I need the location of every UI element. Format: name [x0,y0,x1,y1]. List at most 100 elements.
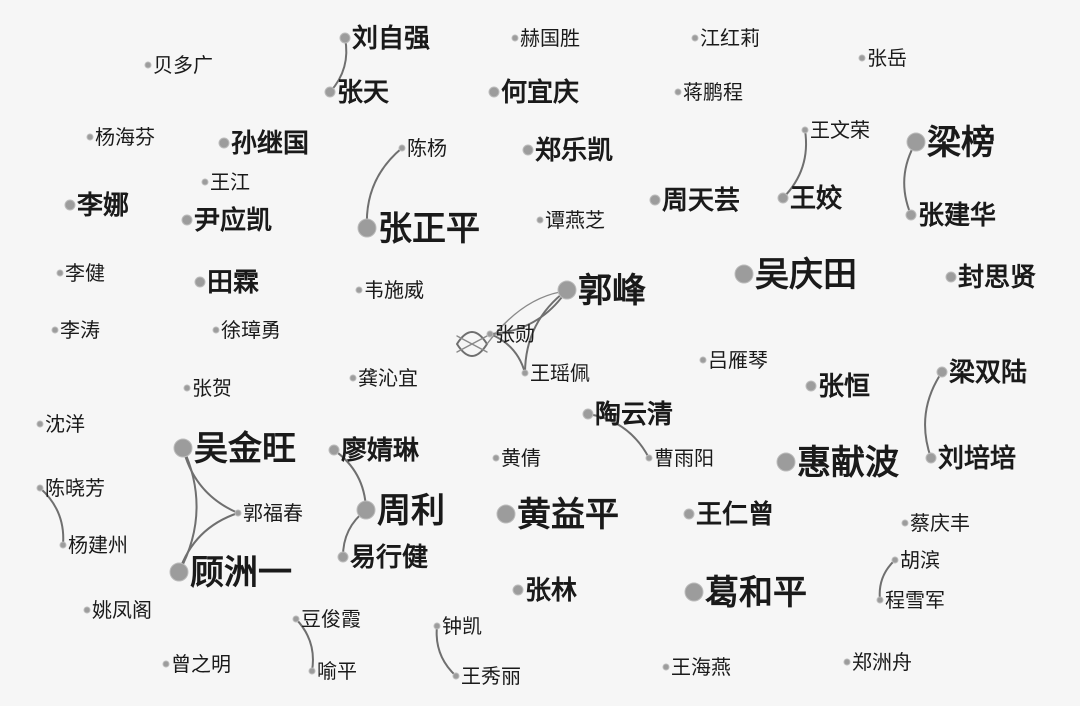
label-huangyiping[interactable]: 黄益平 [517,495,619,535]
node-yinyingkai[interactable] [181,214,193,226]
label-liuziqiang[interactable]: 刘自强 [352,23,430,54]
label-huixianbo[interactable]: 惠献波 [797,443,899,483]
label-taoyunqing[interactable]: 陶云清 [595,400,673,430]
label-yinyingkai[interactable]: 尹应凯 [194,205,272,236]
label-caoyuyang[interactable]: 曹雨阳 [654,446,714,470]
node-jiangpengcheng[interactable] [674,88,682,96]
node-zhouli[interactable] [356,500,376,520]
label-wangxiuli[interactable]: 王秀丽 [461,664,521,688]
node-zhenglekai[interactable] [522,144,534,156]
label-liangbang[interactable]: 梁榜 [927,123,995,163]
label-jiangpengcheng[interactable]: 蒋鹏程 [683,80,743,104]
label-zengzhiming[interactable]: 曾之明 [171,652,231,676]
label-shenyang[interactable]: 沈洋 [45,412,85,436]
node-gongqinyi[interactable] [349,374,357,382]
node-liangshuanglu[interactable] [936,366,948,378]
label-lina[interactable]: 李娜 [76,191,129,221]
label-xuzhangyong[interactable]: 徐璋勇 [221,318,281,342]
label-wangjiang[interactable]: 王江 [210,170,250,194]
node-lina[interactable] [64,199,76,211]
label-chenyang[interactable]: 陈杨 [407,136,447,160]
node-huangyiping[interactable] [496,504,516,524]
node-wujinwang[interactable] [173,438,193,458]
label-yanghaifen[interactable]: 杨海芬 [95,125,155,149]
label-yixingjian[interactable]: 易行健 [350,542,428,573]
label-lvyanqin[interactable]: 吕雁琴 [708,348,768,372]
node-caiqingfeng[interactable] [901,519,909,527]
node-fengsixian[interactable] [945,271,957,283]
node-zhengzhouzhou[interactable] [843,658,851,666]
label-zhenglekai[interactable]: 郑乐凯 [535,136,613,166]
node-zhongkai[interactable] [433,622,441,630]
node-wangjiang[interactable] [201,178,209,186]
node-shenyang[interactable] [36,420,44,428]
node-zhangxun[interactable] [486,330,494,338]
label-zhanghe[interactable]: 张贺 [192,376,232,400]
node-guzhouyi[interactable] [169,562,189,582]
label-wuqingtian[interactable]: 吴庆田 [755,255,857,295]
node-guofuchun[interactable] [234,509,242,517]
node-zhanglin[interactable] [512,584,524,596]
label-zhoutianyun[interactable]: 周天芸 [662,186,740,216]
node-chengxuejun[interactable] [876,596,884,604]
node-zhangjianhua[interactable] [905,209,917,221]
label-zhongkai[interactable]: 钟凯 [442,614,482,638]
label-geheping[interactable]: 葛和平 [705,573,807,613]
label-chenxiaofang[interactable]: 陈晓芳 [45,476,105,500]
label-litao[interactable]: 李涛 [60,318,100,342]
node-beiduoguang[interactable] [144,61,152,69]
label-zhangzhengping[interactable]: 张正平 [378,209,480,249]
label-heyiqing[interactable]: 何宜庆 [501,77,579,108]
label-wangyaopei[interactable]: 王瑶佩 [530,361,590,385]
node-wangxiuli[interactable] [452,672,460,680]
node-tianlin[interactable] [194,276,206,288]
node-tanyanzhi[interactable] [536,216,544,224]
label-heguosheng[interactable]: 赫国胜 [520,26,580,50]
node-wuqingtian[interactable] [734,264,754,284]
node-wangrenzeng[interactable] [683,508,695,520]
label-huangqian[interactable]: 黄倩 [501,446,541,470]
label-wujinwang[interactable]: 吴金旺 [194,429,296,469]
node-yuping[interactable] [308,667,316,675]
node-liupeipei[interactable] [925,452,937,464]
label-zhangxun[interactable]: 张勋 [495,322,535,346]
label-hubin[interactable]: 胡滨 [900,548,940,572]
node-wangwenrong[interactable] [801,126,809,134]
node-wanghaiyan[interactable] [662,663,670,671]
node-wangyaopei[interactable] [521,369,529,377]
node-wangjiao[interactable] [777,192,789,204]
label-zhangheng[interactable]: 张恒 [818,372,870,402]
node-weishiwei[interactable] [355,286,363,294]
node-chenxiaofang[interactable] [36,484,44,492]
label-zhengzhouzhou[interactable]: 郑洲舟 [852,650,912,674]
label-sunjiguo[interactable]: 孙继国 [231,128,309,159]
label-wangwenrong[interactable]: 王文荣 [810,118,870,142]
label-zhanglin[interactable]: 张林 [525,576,577,606]
node-yanghaifen[interactable] [86,133,94,141]
label-zhangtian[interactable]: 张天 [337,78,389,108]
node-liaojinglin[interactable] [328,444,340,456]
node-geheping[interactable] [684,582,704,602]
label-liupeipei[interactable]: 刘培培 [938,444,1016,474]
label-yangjianzhou[interactable]: 杨建州 [68,533,128,557]
label-zhangyue[interactable]: 张岳 [867,46,907,70]
node-zengzhiming[interactable] [162,660,170,668]
node-lvyanqin[interactable] [699,356,707,364]
node-yixingjian[interactable] [337,551,349,563]
label-yuping[interactable]: 喻平 [317,659,357,683]
label-yaofengge[interactable]: 姚凤阁 [92,598,152,622]
label-guzhouyi[interactable]: 顾洲一 [190,553,292,593]
node-sunjiguo[interactable] [218,137,230,149]
node-zhangheng[interactable] [805,380,817,392]
label-guofuchun[interactable]: 郭福春 [243,501,303,525]
label-zhouli[interactable]: 周利 [377,491,445,531]
node-zhangtian[interactable] [324,86,336,98]
node-zhanghe[interactable] [183,384,191,392]
label-liaojinglin[interactable]: 廖婧琳 [341,435,420,466]
node-taoyunqing[interactable] [582,408,594,420]
label-wangrenzeng[interactable]: 王仁曾 [696,499,774,530]
label-guofeng[interactable]: 郭峰 [578,271,646,311]
node-zhangzhengping[interactable] [357,218,377,238]
node-hubin[interactable] [891,556,899,564]
node-liangbang[interactable] [906,132,926,152]
